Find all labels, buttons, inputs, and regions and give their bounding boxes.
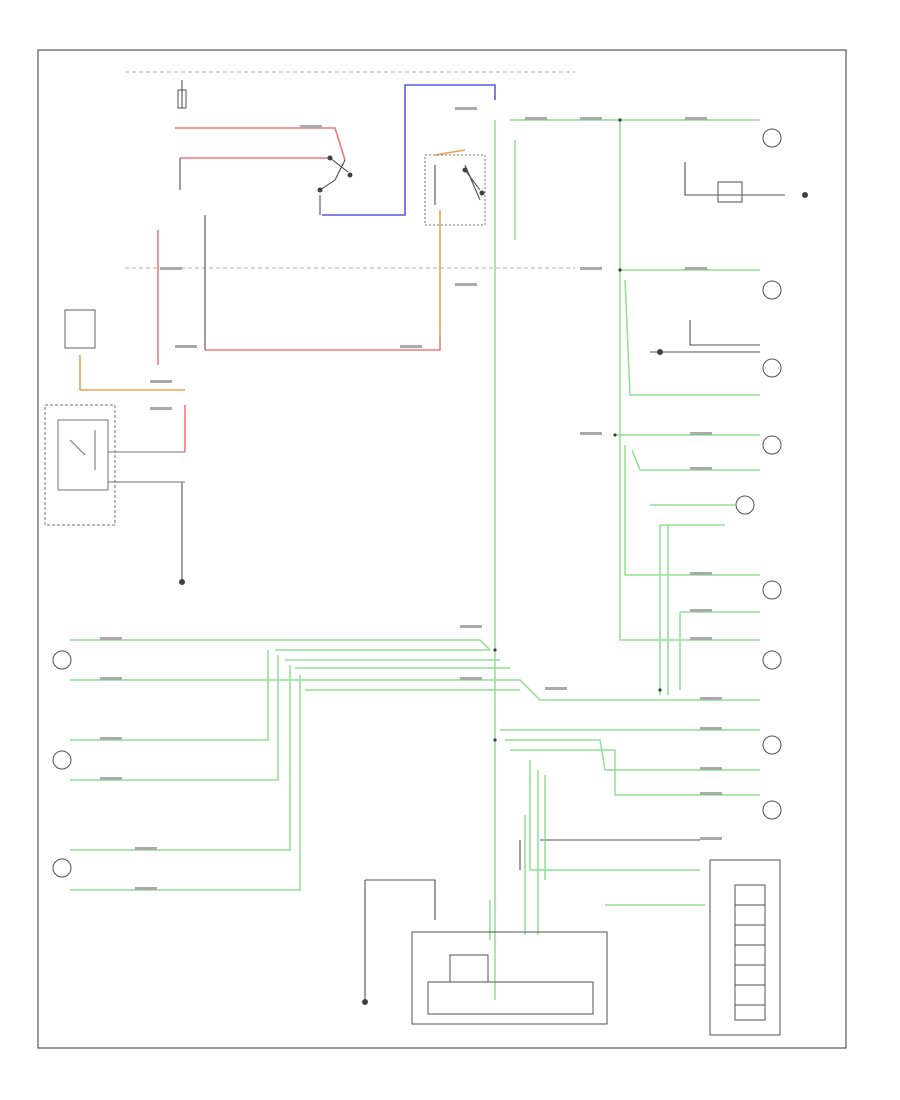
control-module <box>64 309 96 349</box>
ground-icon <box>179 192 808 1005</box>
wire-labels <box>100 107 722 890</box>
diagram-border <box>37 49 847 1049</box>
bottom-module <box>411 931 608 1025</box>
switch-icon <box>317 155 353 193</box>
lamp-icon <box>717 128 782 820</box>
relay-icon <box>44 404 185 526</box>
fuse <box>177 89 187 109</box>
blue-wire <box>322 84 496 216</box>
switch-icon <box>424 154 486 226</box>
lamp-icon <box>52 650 72 878</box>
orange-wires <box>79 149 466 391</box>
red-wires <box>157 127 441 452</box>
fuse-box-boundary <box>125 71 575 269</box>
green-wires <box>70 119 760 1000</box>
splice-dots <box>493 118 662 742</box>
connector-icon <box>709 859 781 1036</box>
black-wires <box>179 80 785 1000</box>
